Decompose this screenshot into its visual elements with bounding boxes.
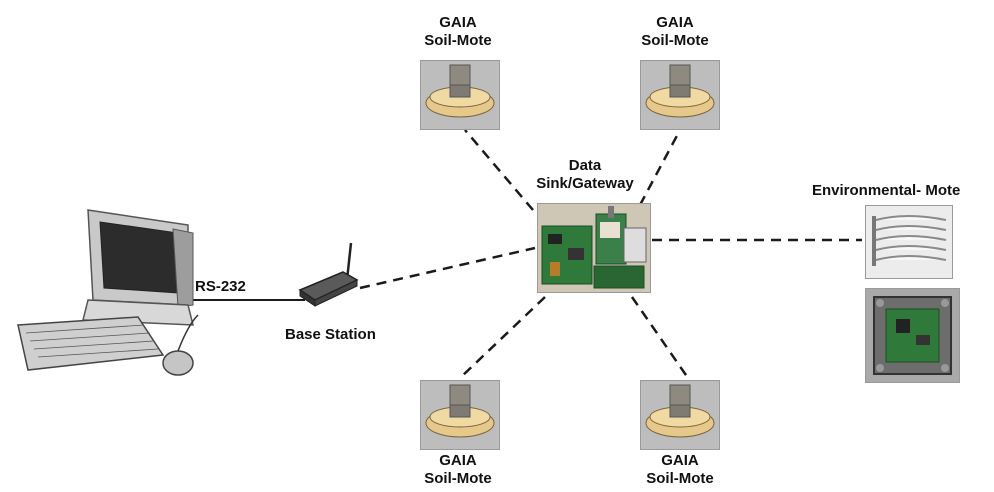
environmental-mote-shield — [865, 205, 953, 279]
base-station-icon — [298, 242, 359, 307]
link-base-gateway — [359, 246, 536, 290]
environmental-mote-label: Environmental- Mote — [812, 182, 961, 199]
soil-mote-bottom-right — [640, 380, 720, 450]
environmental-mote-enclosure — [865, 288, 960, 383]
radiation-shield-icon — [872, 215, 947, 266]
link-gateway-soil-bottom-right — [630, 296, 690, 379]
gateway-icon — [541, 206, 647, 289]
gateway-board — [537, 203, 651, 293]
link-gateway-soil-top-right — [638, 129, 682, 206]
soil-mote-icon — [645, 64, 715, 118]
rs232-label: RS-232 — [195, 278, 246, 295]
soil-mote-top-left — [420, 60, 500, 130]
link-gateway-soil-top-left — [464, 129, 534, 211]
soil-mote-bottom-left — [420, 380, 500, 450]
soil-mote-icon — [425, 64, 495, 118]
computer-icon — [17, 209, 199, 376]
soil-mote-top-right — [640, 60, 720, 130]
enclosure-board-icon — [873, 296, 952, 375]
soil-mote-icon — [645, 384, 715, 438]
soil-mote-icon — [425, 384, 495, 438]
link-gateway-soil-bottom-left — [459, 296, 546, 379]
base-station-label: Base Station — [285, 326, 376, 343]
